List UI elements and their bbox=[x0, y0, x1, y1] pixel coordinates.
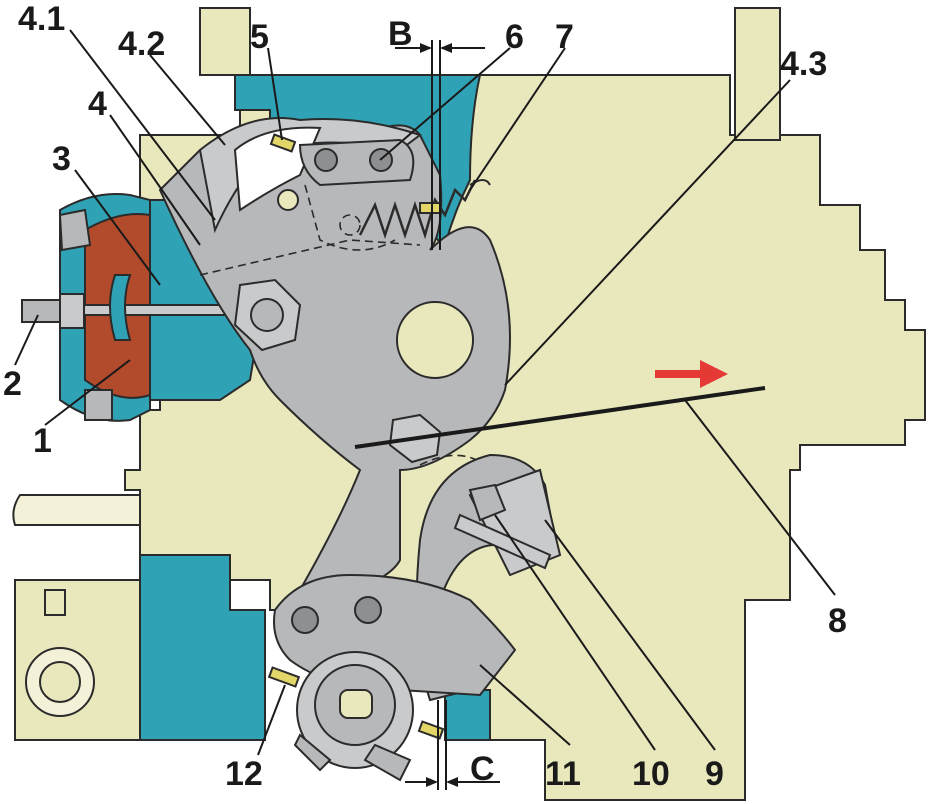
spring-pad-12b bbox=[417, 720, 445, 740]
direction-arrow bbox=[655, 360, 728, 388]
spring-pad-12 bbox=[267, 666, 301, 688]
leader-4 bbox=[109, 114, 201, 246]
label-4-2: 4.2 bbox=[118, 25, 165, 63]
label-4-1: 4.1 bbox=[18, 0, 65, 38]
diaphragm-chamber bbox=[21, 193, 235, 422]
shaft-flat bbox=[339, 689, 373, 719]
label-3: 3 bbox=[52, 140, 71, 178]
label-8: 8 bbox=[828, 602, 847, 640]
body-right-tower bbox=[734, 7, 781, 141]
leader-4-3 bbox=[504, 79, 791, 386]
leader-12 bbox=[257, 684, 286, 756]
chamber-bolt-top bbox=[58, 208, 92, 252]
label-1: 1 bbox=[33, 422, 52, 460]
link-and-spring bbox=[269, 133, 491, 240]
screw-10-head bbox=[468, 483, 507, 522]
shaft-tab-right bbox=[363, 743, 412, 782]
adjust-nut bbox=[59, 293, 85, 329]
adjusting-screw-10 bbox=[453, 513, 552, 570]
label-6: 6 bbox=[505, 18, 524, 56]
leader-3 bbox=[74, 169, 161, 286]
gap-b-head-right bbox=[440, 43, 452, 53]
label-12: 12 bbox=[225, 755, 263, 793]
label-5: 5 bbox=[250, 18, 269, 56]
spring-pad-5 bbox=[269, 133, 297, 153]
leader-8 bbox=[684, 399, 836, 596]
label-10: 10 bbox=[632, 755, 670, 793]
diaphragm-rod bbox=[83, 304, 235, 316]
label-c: C bbox=[470, 750, 495, 788]
cam-hole-left bbox=[291, 606, 319, 634]
label-2: 2 bbox=[3, 365, 22, 403]
shaft-tab bbox=[293, 733, 332, 772]
lever-large-hole bbox=[396, 301, 474, 379]
gap-b-dimension bbox=[395, 40, 485, 250]
body-upper-tower bbox=[199, 7, 251, 76]
leader-7 bbox=[469, 47, 566, 191]
leader-5 bbox=[267, 47, 283, 141]
label-7: 7 bbox=[555, 18, 574, 56]
leader-11 bbox=[479, 664, 571, 746]
label-4: 4 bbox=[88, 85, 107, 123]
lever-pivot-bolt-face bbox=[250, 298, 284, 332]
spring-end-hook bbox=[469, 179, 491, 186]
leader-2 bbox=[14, 314, 39, 366]
body-boss-inner bbox=[39, 661, 81, 703]
label-4-3: 4.3 bbox=[780, 45, 827, 83]
callout-labels: 4.1 4.2 5 B 6 7 4.3 4 3 2 1 8 12 C 11 10… bbox=[3, 0, 847, 793]
return-spring bbox=[358, 179, 477, 240]
leader-1 bbox=[44, 359, 131, 426]
cam-lever bbox=[267, 573, 517, 782]
diaphragm-spring-clip bbox=[109, 274, 132, 341]
leader-4-2 bbox=[149, 54, 226, 146]
teal-bottom-left bbox=[139, 554, 266, 741]
label-11: 11 bbox=[545, 755, 581, 793]
gap-c-head-right bbox=[446, 777, 458, 787]
link-hole-left bbox=[314, 148, 338, 172]
lever-small-hole bbox=[277, 189, 299, 211]
gap-b-head-left bbox=[420, 43, 432, 53]
lever-hidden-edge-2 bbox=[304, 184, 396, 251]
rod-line bbox=[354, 386, 766, 449]
label-b: B bbox=[388, 15, 413, 53]
gap-c-dimension bbox=[405, 700, 500, 790]
leader-6 bbox=[379, 47, 511, 161]
gap-c-head-left bbox=[426, 777, 438, 787]
body-small-bracket bbox=[44, 589, 66, 616]
leader-10 bbox=[494, 514, 656, 751]
leader-lines bbox=[14, 29, 836, 756]
throttle-rod bbox=[354, 360, 766, 449]
leader-9 bbox=[544, 519, 716, 751]
screw-head-left bbox=[12, 494, 141, 526]
spring-pad-7 bbox=[419, 202, 441, 214]
label-9: 9 bbox=[705, 755, 724, 793]
link-dashed-pin bbox=[339, 214, 361, 236]
lower-lever bbox=[415, 453, 562, 702]
cam-hole-middle bbox=[354, 596, 382, 624]
chamber-bolt-bottom bbox=[84, 389, 113, 421]
lever-hidden-edge-1 bbox=[199, 239, 421, 276]
lever-body bbox=[158, 124, 511, 602]
leader-4-1 bbox=[69, 29, 216, 221]
teal-bottom-right bbox=[444, 689, 491, 741]
